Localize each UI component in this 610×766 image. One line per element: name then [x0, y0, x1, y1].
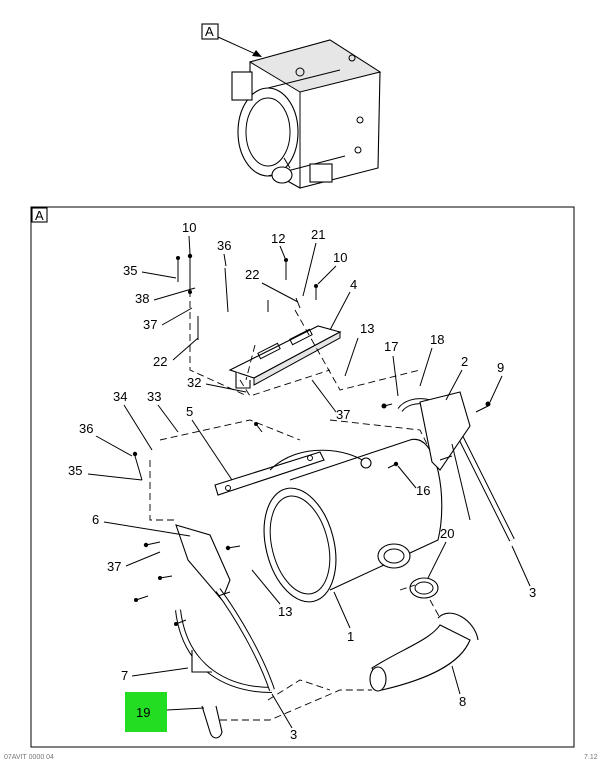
callout-7: 7	[121, 668, 128, 683]
callout-37-b: 37	[336, 407, 350, 422]
footer-left: 07AVIT 0000 04	[4, 754, 54, 761]
overview-assembly: A	[201, 23, 382, 189]
callout-37-c: 37	[107, 559, 121, 574]
highlighted-part-box[interactable]	[125, 692, 167, 732]
callout-32: 32	[187, 375, 201, 390]
callout-2: 2	[461, 354, 468, 369]
callout-20: 20	[440, 526, 454, 541]
callout-5: 5	[186, 404, 193, 419]
callout-12: 12	[271, 231, 285, 246]
callout-18: 18	[430, 332, 444, 347]
callout-22-b: 22	[153, 354, 167, 369]
callout-35: 35	[123, 263, 137, 278]
callout-37: 37	[143, 317, 157, 332]
callout-35-b: 35	[68, 463, 82, 478]
callout-19[interactable]: 19	[136, 705, 150, 720]
callout-10: 10	[182, 220, 196, 235]
view-label-box-detail	[31, 207, 48, 223]
callout-22: 22	[245, 267, 259, 282]
callout-34: 34	[113, 389, 127, 404]
callout-21: 21	[311, 227, 325, 242]
callout-16: 16	[416, 483, 430, 498]
callout-4: 4	[350, 277, 357, 292]
view-label-box-top	[201, 23, 219, 40]
callout-3-b: 3	[290, 727, 297, 742]
callout-6: 6	[92, 512, 99, 527]
footer-right: 7.12	[584, 754, 598, 761]
callout-36: 36	[217, 238, 231, 253]
exploded-parts	[132, 253, 515, 739]
callout-13: 13	[360, 321, 374, 336]
view-label-top: A	[205, 24, 214, 39]
callout-3: 3	[529, 585, 536, 600]
detail-frame	[30, 206, 575, 748]
callout-1: 1	[347, 629, 354, 644]
callout-36-b: 36	[79, 421, 93, 436]
callout-17: 17	[384, 339, 398, 354]
callout-10-b: 10	[333, 250, 347, 265]
view-label-detail: A	[35, 208, 44, 223]
callout-13-b: 13	[278, 604, 292, 619]
callout-9: 9	[497, 360, 504, 375]
callouts: 10 36 12 21 10 35 22 4 38 37 13 22 17 18…	[68, 220, 536, 742]
callout-33: 33	[147, 389, 161, 404]
callout-8: 8	[459, 694, 466, 709]
callout-38: 38	[135, 291, 149, 306]
